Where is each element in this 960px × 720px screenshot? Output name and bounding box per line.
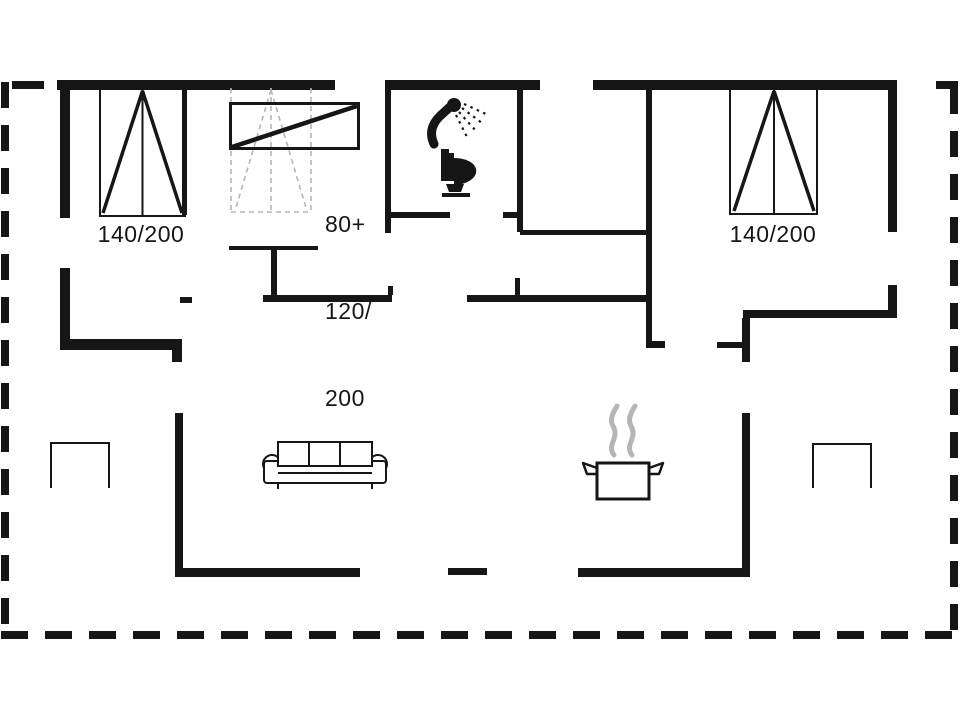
bed-bunk-label-line2: 120/ bbox=[325, 298, 372, 324]
wall-left-room-bottom bbox=[60, 339, 180, 350]
wall-right-bedroom-south bbox=[743, 310, 897, 318]
cooking-pot-icon bbox=[581, 461, 665, 501]
bed-bunk-label-line3: 200 bbox=[325, 385, 365, 411]
bed-left-double bbox=[99, 88, 186, 217]
wall-hall-jamb-1 bbox=[388, 286, 393, 295]
dashed-border-top-left-dash bbox=[12, 81, 44, 89]
dashed-border-left bbox=[1, 82, 9, 638]
wall-kitchen-divider-lower bbox=[742, 413, 750, 577]
wall-bath-left bbox=[385, 88, 391, 233]
shower-icon bbox=[427, 98, 487, 149]
wall-bath-right bbox=[517, 88, 523, 232]
wall-top-3 bbox=[593, 80, 897, 90]
wall-bath-bottom-right bbox=[503, 212, 517, 218]
wall-bottom-b bbox=[578, 568, 750, 577]
wall-right-upper bbox=[888, 88, 897, 232]
bed-bunk bbox=[229, 88, 360, 213]
wall-bath-bottom-left bbox=[391, 212, 450, 218]
wall-stub-middle bbox=[271, 248, 277, 300]
wall-top-1 bbox=[57, 80, 335, 90]
wall-bottom-dash bbox=[448, 568, 487, 575]
wall-top-2 bbox=[385, 80, 540, 90]
dashed-border-top-right-dash bbox=[936, 81, 958, 89]
wall-entry-bottom bbox=[520, 230, 648, 235]
wall-living-left bbox=[175, 413, 183, 577]
bed-left-label: 140/200 bbox=[97, 221, 185, 247]
wall-right-bedroom-left bbox=[646, 88, 652, 348]
wall-right-bedroom-foot bbox=[646, 341, 665, 348]
wall-kitchen-divider-upper bbox=[742, 318, 750, 362]
wall-right-stub bbox=[888, 285, 897, 318]
dashed-border-right bbox=[950, 88, 958, 638]
wall-left-lower bbox=[60, 268, 70, 350]
bed-right-double bbox=[729, 88, 818, 215]
wall-kitchen-piece bbox=[717, 342, 743, 348]
dashed-border-bottom bbox=[1, 631, 958, 639]
wall-hall-south-left bbox=[263, 295, 392, 302]
wall-left-upper bbox=[60, 88, 70, 218]
wall-bottom-a bbox=[175, 568, 360, 577]
bed-bunk-label: 80+ 120/ 200 bbox=[325, 152, 372, 471]
table-icon-right bbox=[812, 443, 872, 488]
wall-hall-jamb-2 bbox=[515, 278, 520, 295]
bed-bunk-label-line1: 80+ bbox=[325, 211, 366, 237]
table-icon-left bbox=[50, 442, 110, 488]
wall-stub-left bbox=[172, 339, 182, 362]
toilet-icon bbox=[441, 149, 477, 197]
sofa-icon bbox=[262, 441, 388, 489]
steam-icon bbox=[608, 403, 638, 458]
wall-hall-tick-left bbox=[180, 297, 192, 303]
bed-right-label: 140/200 bbox=[729, 221, 817, 247]
wall-hall-south-right bbox=[467, 295, 648, 302]
